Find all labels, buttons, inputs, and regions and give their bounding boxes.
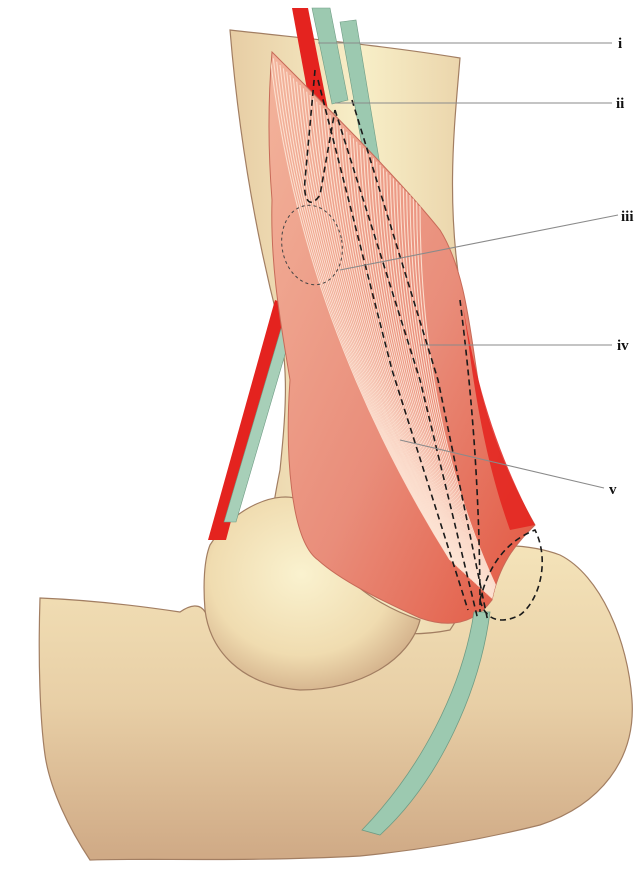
label-v: v xyxy=(609,482,617,498)
label-iv: iv xyxy=(617,338,629,354)
label-i: i xyxy=(618,36,622,52)
label-ii: ii xyxy=(616,96,624,112)
label-iii: iii xyxy=(621,209,634,225)
